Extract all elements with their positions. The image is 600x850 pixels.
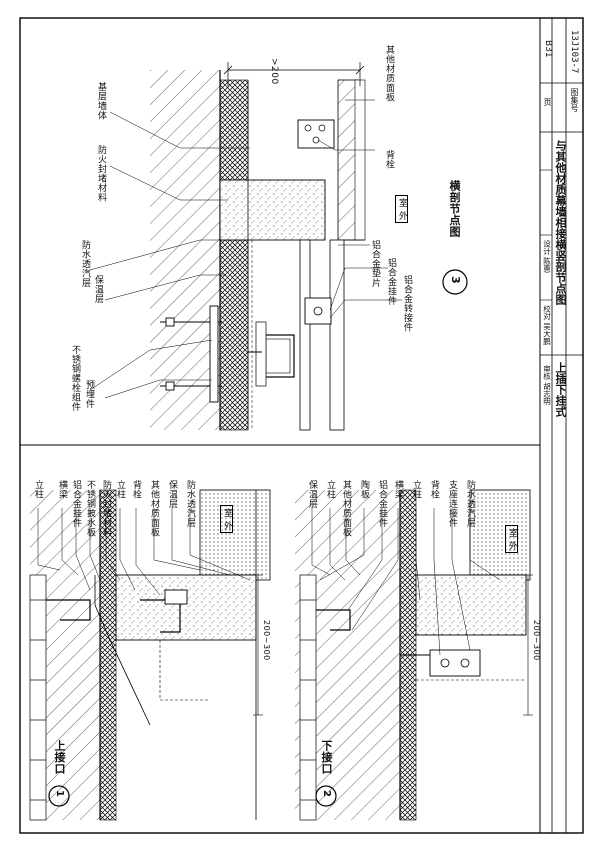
sheet-title-left: 上插下挂式 — [554, 362, 567, 417]
detail2-linework — [295, 489, 533, 821]
detail3-label-other-panel: 其他材质面板 — [384, 45, 394, 102]
detail3-label-embedded: 预埋件 — [84, 380, 94, 409]
detail3-number: 3 — [449, 276, 462, 285]
detail2-title: 下接口 — [320, 740, 333, 775]
check-row: 校对 吴大鹏 — [542, 305, 552, 345]
detail3-label-fire-stop: 防火封堵材料 — [96, 145, 106, 202]
detail1-label-9: 保温层 — [167, 480, 177, 509]
detail2-label-4: 陶板 — [359, 480, 369, 499]
page-label: 页 — [543, 98, 552, 106]
detail1-label-10: 防水透汽层 — [185, 480, 195, 528]
detail1-label-8: 其他材质面板 — [149, 480, 159, 537]
detail1-linework — [29, 489, 271, 821]
detail2-dimension: 200~300 — [532, 620, 541, 661]
design-row: 设计 陈惠 — [542, 240, 552, 273]
detail2-label-2: 立柱 — [325, 480, 335, 499]
detail3-label-base-wall: 基层墙体 — [96, 82, 106, 120]
detail1-number: 1 — [54, 790, 65, 798]
detail1-label-5: 防火封堵材料 — [101, 480, 111, 537]
detail3-dimension: >200 — [269, 58, 279, 85]
title-block-lines — [539, 17, 584, 834]
detail2-label-10: 防水透汽层 — [465, 480, 475, 528]
detail1-label-1: 立柱 — [33, 480, 43, 499]
detail1-outdoor: 室 外 — [220, 505, 233, 534]
detail1-title: 上接口 — [53, 740, 66, 775]
detail2-label-7: 立柱 — [411, 480, 421, 499]
detail2-label-9: 支座连接件 — [447, 480, 457, 528]
review-row: 审核 胡志明 — [542, 365, 552, 405]
detail1-label-7: 背栓 — [131, 480, 141, 499]
detail3-label-bolt-assembly: 不锈钢螺栓组件 — [70, 345, 80, 412]
page-number: B31 — [543, 40, 553, 58]
detail1-label-2: 横梁 — [57, 480, 67, 499]
detail3-label-pad: 铝合金垫片 — [370, 240, 380, 288]
detail3-label-waterproof: 防水透汽层 — [80, 240, 90, 288]
detail3-label-insulation: 保温层 — [93, 275, 103, 304]
sheet-title-right: 与其他材质幕墙相接横竖剖节点图 — [554, 140, 567, 305]
detail2-label-6: 横梁 — [393, 480, 403, 499]
detail2-label-3: 其他材质面板 — [341, 480, 351, 537]
detail3-label-adapter: 铝合金转接件 — [402, 275, 412, 332]
detail2-label-8: 背栓 — [429, 480, 439, 499]
detail3-label-hanger: 铝合金挂件 — [386, 258, 396, 306]
detail2-outdoor: 室 外 — [505, 525, 518, 554]
detail1-label-6: 立柱 — [115, 480, 125, 499]
detail2-label-5: 铝合金挂件 — [377, 480, 387, 528]
atlas-number-label: 图集号 — [570, 88, 579, 112]
detail2-number: 2 — [321, 790, 332, 798]
detail1-label-4: 不锈钢披水板 — [85, 480, 95, 537]
detail3-linework — [89, 62, 468, 431]
detail1-label-3: 铝合金挂件 — [71, 480, 81, 528]
atlas-number: 13J103-7 — [569, 30, 579, 74]
detail2-label-1: 保温层 — [307, 480, 317, 509]
detail1-dimension: 200~300 — [262, 620, 271, 661]
detail3-outdoor: 室 外 — [395, 195, 408, 224]
detail3-title: 横剖节点图 — [448, 180, 461, 238]
detail3-label-back-bolt: 背栓 — [384, 150, 394, 169]
